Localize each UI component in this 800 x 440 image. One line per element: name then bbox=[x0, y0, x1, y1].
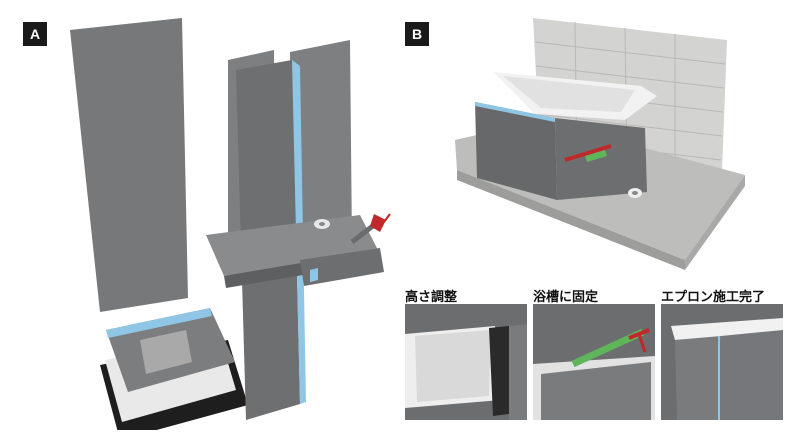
caulking-gun-icon bbox=[350, 213, 391, 244]
exploded-board-illustration bbox=[70, 18, 391, 430]
panel-a-badge: A bbox=[23, 22, 47, 46]
step-photo bbox=[533, 304, 655, 420]
floor-board-edge bbox=[106, 308, 212, 338]
caulking-gun-icon bbox=[571, 328, 650, 368]
caulking-gun-icon bbox=[564, 144, 612, 162]
step-photo bbox=[405, 304, 527, 420]
apron-board bbox=[541, 362, 651, 420]
apron-board-side bbox=[555, 118, 647, 200]
step-photo bbox=[661, 304, 783, 420]
back-board bbox=[70, 18, 188, 312]
apron-board bbox=[675, 336, 721, 420]
panel-b-badge: B bbox=[405, 22, 429, 46]
angled-board bbox=[300, 248, 384, 286]
apron-board-front bbox=[475, 102, 557, 200]
floor-panel-inset bbox=[140, 330, 192, 374]
step-label: エプロン施工完了 bbox=[661, 289, 766, 304]
step-label: 高さ調整 bbox=[405, 289, 458, 304]
bathtub-apron-illustration bbox=[455, 18, 745, 270]
step-label: 浴槽に固定 bbox=[533, 289, 599, 304]
rear-board-right bbox=[290, 40, 352, 256]
shelf-board bbox=[206, 215, 378, 276]
